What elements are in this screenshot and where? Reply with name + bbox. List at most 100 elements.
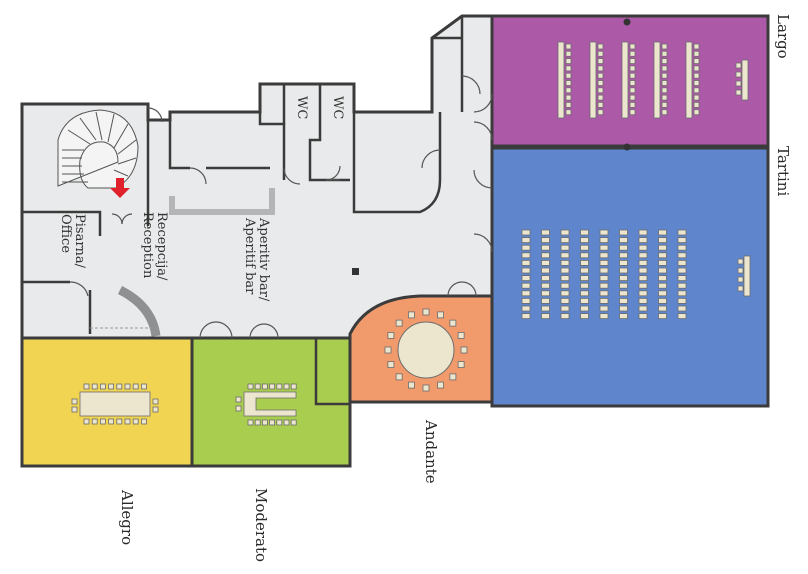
andante-chair [449,319,457,327]
tartini-chair [677,252,687,259]
tartini-chair [580,305,589,312]
tartini-chair [658,229,667,236]
moderato-chair [290,383,297,390]
allegro-chair [71,398,78,405]
largo-chair [629,87,636,94]
largo-chair [597,87,604,94]
largo-table [621,41,629,119]
room-tartini[interactable] [490,146,770,408]
tartini-chair [599,237,609,244]
allegro-chair [124,383,131,390]
tartini-chair [619,229,628,236]
tartini-chair [541,229,550,236]
largo-presenter-table [741,59,749,101]
andante-chair [387,361,395,368]
tartini-chair [599,282,609,289]
tartini-chair [541,237,550,244]
room-moderato[interactable] [190,336,352,468]
tartini-chair [560,244,570,251]
tartini-chair [677,282,687,289]
label-wc-2: WC [330,96,345,120]
tartini-chair [560,290,570,297]
moderato-chair [254,383,261,390]
spiral-staircase-icon [57,109,139,189]
tartini-chair [638,259,648,266]
allegro-chair [83,383,90,390]
largo-chair [629,58,636,64]
tartini-chair [521,259,531,266]
tartini-chair [541,259,550,266]
tartini-chair [521,267,531,274]
largo-chair [597,58,604,64]
largo-presenter-chair [735,71,742,78]
tartini-chair [541,297,550,304]
largo-chair [661,102,668,108]
andante-chair [422,308,430,316]
tartini-chair [580,275,589,282]
largo-presenter-chair [735,80,742,87]
tartini-chair [560,237,570,244]
andante-chair [422,384,430,392]
largo-presenter-chair [735,62,742,69]
tartini-chair [638,290,648,297]
tartini-chair [677,313,687,320]
andante-chair [460,346,468,354]
seating-layout [71,41,751,426]
tartini-chair [560,259,570,266]
moderato-chair [283,419,290,426]
andante-chair [457,361,465,368]
allegro-chair [116,418,123,425]
andante-chair [408,311,415,319]
moderato-chair [235,396,242,403]
tartini-chair [599,267,609,274]
tartini-chair [560,282,570,289]
largo-chair [629,94,636,101]
moderato-chair [276,419,283,426]
tartini-chair [541,244,550,251]
largo-chair [661,65,668,72]
tartini-chair [599,244,609,251]
column-marker [352,268,359,275]
tartini-chair [619,282,628,289]
andante-chair [395,319,403,327]
largo-chair [597,94,604,101]
tartini-chair [658,282,667,289]
tartini-chair [599,275,609,282]
tartini-presenter-chair [737,276,744,283]
tartini-chair [521,252,531,259]
tartini-chair [541,290,550,297]
largo-chair [661,43,668,50]
allegro-chair [152,406,159,413]
largo-presenter-chair [735,89,742,96]
tartini-chair [580,252,589,259]
moderato-chair [261,419,268,426]
office-label-line2: Office [58,214,73,254]
largo-chair [693,102,700,108]
tartini-chair [599,229,609,236]
tartini-chair [541,252,550,259]
label-largo: Largo [774,14,792,59]
allegro-chair [108,418,114,425]
allegro-chair [116,383,123,390]
andante-chair [387,332,395,339]
tartini-chair [638,282,648,289]
reception-desk [117,285,161,337]
largo-chair [661,72,668,79]
allegro-chair [132,383,139,390]
andante-round-table [397,321,455,379]
largo-chair [661,50,668,57]
largo-chair [597,43,604,50]
largo-chair [565,58,572,64]
tartini-chair [580,297,589,304]
tartini-chair [658,297,667,304]
tartini-chair [580,290,589,297]
tartini-chair [677,297,687,304]
tartini-chair [658,313,667,320]
largo-chair [597,72,604,79]
tartini-chair [677,275,687,282]
tartini-chair [619,313,628,320]
largo-chair [565,87,572,94]
moderato-u-table [243,391,297,417]
largo-table [685,41,693,119]
allegro-chair [140,383,147,390]
